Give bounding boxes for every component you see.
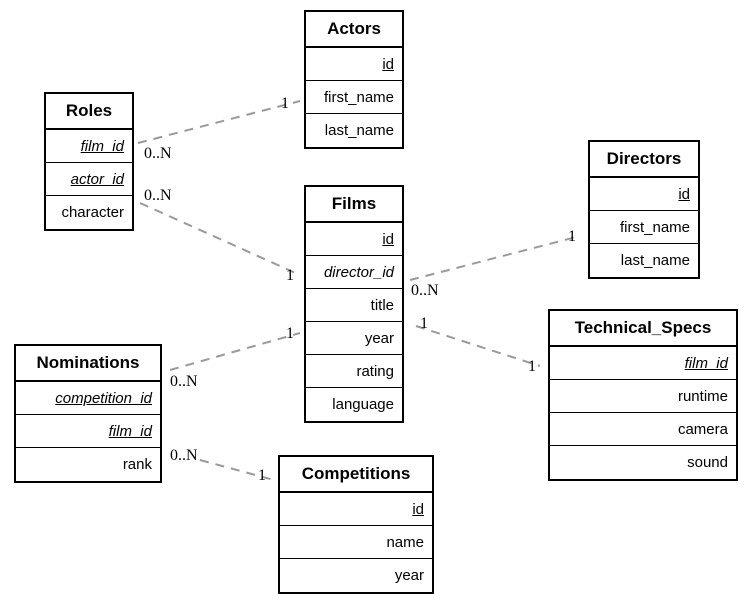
attribute-label-title: title <box>370 297 394 314</box>
cardinality-films-directors-from: 0..N <box>411 282 439 299</box>
attribute-label-rank: rank <box>122 456 152 473</box>
cardinality-roles-films-from: 0..N <box>144 187 172 204</box>
cardinality-films-technical_specs-from: 1 <box>420 315 428 332</box>
entity-title-films: Films <box>306 187 402 223</box>
attribute-label-id: id <box>382 231 394 248</box>
attribute-row-competitions-year[interactable]: year <box>280 559 432 592</box>
attribute-label-film_id: film_id <box>80 138 124 155</box>
cardinality-roles-actors-from: 0..N <box>144 145 172 162</box>
entity-actors[interactable]: Actors id first_name last_name <box>304 10 404 149</box>
attribute-row-technical_specs-camera[interactable]: camera <box>550 413 736 446</box>
attribute-label-year: year <box>364 330 394 347</box>
attribute-label-director_id: director_id <box>323 264 394 281</box>
attribute-label-year: year <box>394 567 424 584</box>
entity-directors[interactable]: Directors id first_name last_name <box>588 140 700 279</box>
attribute-row-directors-last_name[interactable]: last_name <box>590 244 698 277</box>
attribute-label-rating: rating <box>356 363 394 380</box>
attribute-label-last_name: last_name <box>620 252 690 269</box>
attribute-row-technical_specs-film_id[interactable]: film_id <box>550 347 736 380</box>
attribute-label-runtime: runtime <box>677 388 728 405</box>
attribute-label-character: character <box>61 204 124 221</box>
attribute-label-competition_id: competition_id <box>55 390 152 407</box>
attribute-label-actor_id: actor_id <box>70 171 124 188</box>
entity-title-competitions: Competitions <box>280 457 432 493</box>
attribute-row-roles-character[interactable]: character <box>46 196 132 229</box>
cardinality-nominations-competitions-to: 1 <box>258 467 266 484</box>
attribute-row-actors-first_name[interactable]: first_name <box>306 81 402 114</box>
cardinality-roles-actors-to: 1 <box>281 95 289 112</box>
attribute-row-films-title[interactable]: title <box>306 289 402 322</box>
attribute-label-first_name: first_name <box>323 89 394 106</box>
attribute-row-films-rating[interactable]: rating <box>306 355 402 388</box>
cardinality-films-technical_specs-to: 1 <box>528 358 536 375</box>
attribute-label-camera: camera <box>677 421 728 438</box>
attribute-row-technical_specs-sound[interactable]: sound <box>550 446 736 479</box>
cardinality-nominations-competitions-from: 0..N <box>170 447 198 464</box>
attribute-row-nominations-film_id[interactable]: film_id <box>16 415 160 448</box>
attribute-row-technical_specs-runtime[interactable]: runtime <box>550 380 736 413</box>
attribute-row-films-director_id[interactable]: director_id <box>306 256 402 289</box>
attribute-row-films-language[interactable]: language <box>306 388 402 421</box>
attribute-row-roles-actor_id[interactable]: actor_id <box>46 163 132 196</box>
attribute-row-nominations-competition_id[interactable]: competition_id <box>16 382 160 415</box>
attribute-label-last_name: last_name <box>324 122 394 139</box>
attribute-label-film_id: film_id <box>108 423 152 440</box>
attribute-row-directors-id[interactable]: id <box>590 178 698 211</box>
entity-title-roles: Roles <box>46 94 132 130</box>
attribute-label-id: id <box>412 501 424 518</box>
attribute-label-sound: sound <box>687 454 728 471</box>
attribute-row-actors-last_name[interactable]: last_name <box>306 114 402 147</box>
attribute-label-id: id <box>678 186 690 203</box>
attribute-row-directors-first_name[interactable]: first_name <box>590 211 698 244</box>
relationship-line-roles-actors <box>137 100 301 144</box>
relationship-line-films-directors <box>409 235 581 281</box>
attribute-row-nominations-rank[interactable]: rank <box>16 448 160 481</box>
cardinality-nominations-films-to: 1 <box>286 325 294 342</box>
relationship-line-films-technical_specs <box>415 325 541 367</box>
entity-title-actors: Actors <box>306 12 402 48</box>
entity-title-technical_specs: Technical_Specs <box>550 311 736 347</box>
attribute-row-roles-film_id[interactable]: film_id <box>46 130 132 163</box>
attribute-label-first_name: first_name <box>619 219 690 236</box>
entity-competitions[interactable]: Competitions id name year <box>278 455 434 594</box>
attribute-label-language: language <box>332 396 394 413</box>
relationship-line-nominations-films <box>169 332 301 371</box>
attribute-label-film_id: film_id <box>684 355 728 372</box>
attribute-label-id: id <box>382 56 394 73</box>
cardinality-nominations-films-from: 0..N <box>170 373 198 390</box>
attribute-row-competitions-name[interactable]: name <box>280 526 432 559</box>
entity-title-nominations: Nominations <box>16 346 160 382</box>
attribute-row-films-year[interactable]: year <box>306 322 402 355</box>
attribute-label-name: name <box>386 534 424 551</box>
attribute-row-films-id[interactable]: id <box>306 223 402 256</box>
entity-title-directors: Directors <box>590 142 698 178</box>
relationship-line-roles-films <box>139 202 301 276</box>
cardinality-roles-films-to: 1 <box>286 267 294 284</box>
cardinality-films-directors-to: 1 <box>568 228 576 245</box>
attribute-row-competitions-id[interactable]: id <box>280 493 432 526</box>
attribute-row-actors-id[interactable]: id <box>306 48 402 81</box>
entity-roles[interactable]: Roles film_id actor_id character <box>44 92 134 231</box>
